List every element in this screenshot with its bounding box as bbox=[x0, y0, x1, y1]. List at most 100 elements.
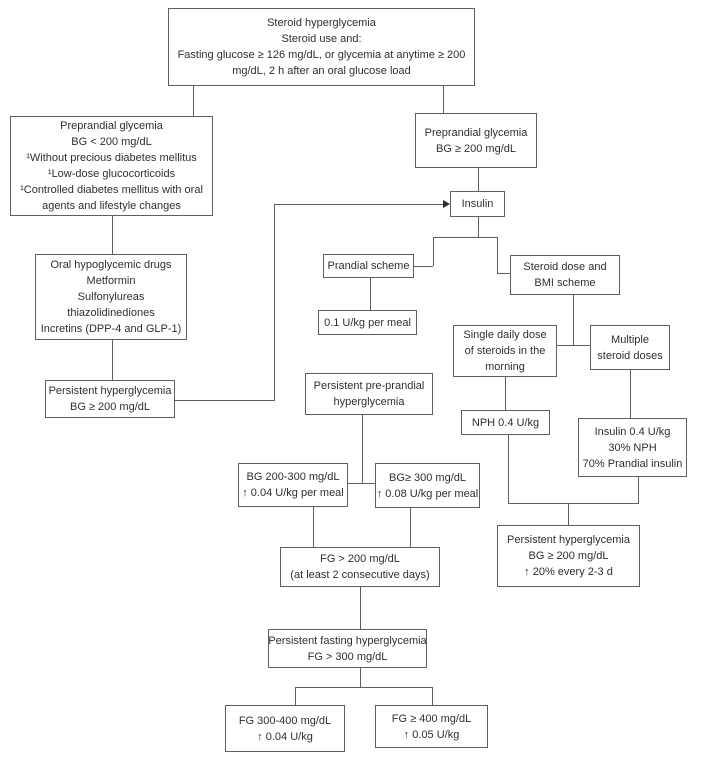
text-line: Preprandial glycemia bbox=[60, 120, 163, 132]
connector-line bbox=[370, 278, 371, 310]
node-prandial-scheme: Prandial scheme bbox=[323, 254, 414, 278]
node-fg-over-400: FG ≥ 400 mg/dL ↑ 0.05 U/kg bbox=[375, 705, 488, 748]
text-line: ¹Without precious diabetes mellitus bbox=[26, 152, 197, 164]
connector-line bbox=[478, 217, 479, 237]
node-fg-over-200: FG > 200 mg/dL (at least 2 consecutive d… bbox=[280, 547, 440, 587]
connector-line bbox=[568, 503, 569, 525]
text-line: ↑ 0.05 U/kg bbox=[403, 728, 460, 741]
text-line: Oral hypoglycemic drugs bbox=[50, 259, 172, 271]
node-preprandial-low: Preprandial glycemia BG < 200 mg/dL ¹Wit… bbox=[10, 116, 213, 216]
connector-line bbox=[348, 483, 375, 484]
node-insulin: Insulin bbox=[450, 191, 505, 217]
connector-line bbox=[478, 168, 479, 191]
text-line: morning bbox=[485, 361, 525, 373]
connector-line bbox=[410, 508, 411, 547]
text-line: mg/dL, 2 h after an oral glucose load bbox=[232, 65, 411, 77]
connector-line bbox=[508, 435, 509, 503]
connector-line bbox=[497, 273, 510, 274]
text-line: FG > 300 mg/dL bbox=[307, 650, 388, 663]
connector-line bbox=[497, 237, 498, 273]
node-persistent-preprandial-hyperglycemia: Persistent pre-prandial hyperglycemia bbox=[305, 373, 433, 415]
node-bg-200-300: BG 200-300 mg/dL ↑ 0.04 U/kg per meal bbox=[238, 463, 348, 507]
node-prandial-dose: 0.1 U/kg per meal bbox=[318, 310, 417, 335]
connector-line bbox=[638, 477, 639, 503]
connector-line bbox=[508, 503, 639, 504]
connector-line bbox=[573, 295, 574, 345]
text-line: BG < 200 mg/dL bbox=[71, 136, 152, 148]
node-oral-hypoglycemic-drugs: Oral hypoglycemic drugs Metformin Sulfon… bbox=[35, 254, 187, 340]
text-line: agents and lifestyle changes bbox=[42, 200, 181, 212]
text-line: Single daily dose bbox=[463, 329, 547, 341]
text-line: FG ≥ 400 mg/dL bbox=[391, 712, 472, 725]
text-line: ↑ 0.04 U/kg bbox=[257, 730, 313, 743]
node-bg-over-300: BG≥ 300 mg/dL ↑ 0.08 U/kg per meal bbox=[375, 463, 480, 508]
text-line: hyperglycemia bbox=[333, 396, 405, 408]
text-line: Steroid dose and bbox=[523, 261, 607, 273]
text-line: NPH 0.4 U/kg bbox=[471, 416, 540, 429]
text-line: BG ≥ 200 mg/dL bbox=[69, 401, 151, 413]
text-line: Sulfonylureas bbox=[77, 291, 145, 303]
connector-line bbox=[360, 587, 361, 629]
text-line: ↑ 20% every 2-3 d bbox=[524, 566, 613, 578]
text-line: FG 300-400 mg/dL bbox=[238, 714, 332, 727]
text-line: Fasting glucose ≥ 126 mg/dL, or glycemia… bbox=[177, 49, 466, 61]
connector-line bbox=[433, 237, 497, 238]
connector-line bbox=[557, 345, 590, 346]
text-line: Insulin 0.4 U/kg bbox=[594, 425, 671, 438]
node-steroid-dose-bmi-scheme: Steroid dose and BMI scheme bbox=[510, 255, 620, 295]
text-line: Preprandial glycemia bbox=[424, 126, 528, 139]
connector-line bbox=[443, 86, 444, 113]
connector-line bbox=[432, 687, 433, 705]
text-line: ↑ 0.04 U/kg per meal bbox=[242, 487, 344, 499]
node-persistent-hyperglycemia-oral: Persistent hyperglycemia BG ≥ 200 mg/dL bbox=[45, 380, 175, 418]
node-multiple-steroid-doses: Multiple steroid doses bbox=[590, 325, 670, 370]
connector-line bbox=[313, 507, 314, 547]
text-line: steroid doses bbox=[597, 349, 663, 362]
connector-line bbox=[505, 377, 506, 410]
text-line: 30% NPH bbox=[608, 441, 657, 454]
text-line: Steroid use and: bbox=[281, 33, 362, 45]
text-line: Multiple bbox=[611, 333, 649, 346]
connector-line bbox=[112, 216, 113, 254]
text-line: 0.1 U/kg per meal bbox=[324, 316, 411, 329]
text-line: BMI scheme bbox=[534, 277, 596, 289]
connector-line bbox=[414, 266, 433, 267]
connector-line bbox=[175, 400, 275, 401]
text-line: BG ≥ 200 mg/dL bbox=[435, 142, 517, 155]
node-steroid-hyperglycemia: Steroid hyperglycemia Steroid use and: F… bbox=[168, 8, 475, 86]
text-line: 70% Prandial insulin bbox=[582, 457, 683, 470]
text-line: Persistent hyperglycemia bbox=[48, 385, 172, 397]
text-line: Persistent hyperglycemia bbox=[507, 534, 630, 546]
node-persistent-hyperglycemia-titration: Persistent hyperglycemia BG ≥ 200 mg/dL … bbox=[497, 525, 640, 587]
arrow-head-icon bbox=[443, 200, 450, 208]
connector-line bbox=[274, 204, 444, 205]
text-line: Incretins (DPP-4 and GLP-1) bbox=[40, 323, 182, 335]
text-line: Insulin bbox=[461, 198, 494, 210]
text-line: Persistent pre-prandial bbox=[313, 380, 425, 392]
node-nph-dose: NPH 0.4 U/kg bbox=[461, 410, 550, 435]
text-line: Prandial scheme bbox=[327, 260, 410, 272]
text-line: FG > 200 mg/dL bbox=[320, 553, 400, 565]
connector-line bbox=[112, 340, 113, 380]
connector-line bbox=[193, 86, 194, 116]
connector-line bbox=[360, 668, 361, 687]
text-line: of steroids in the bbox=[464, 345, 546, 357]
text-line: ↑ 0.08 U/kg per meal bbox=[376, 487, 479, 500]
text-line: ¹Low-dose glucocorticoids bbox=[47, 168, 176, 180]
connector-line bbox=[295, 687, 296, 705]
node-insulin-mixed-dose: Insulin 0.4 U/kg 30% NPH 70% Prandial in… bbox=[578, 418, 687, 477]
text-line: thiazolidinediones bbox=[67, 307, 155, 319]
node-single-daily-steroid-dose: Single daily dose of steroids in the mor… bbox=[453, 325, 557, 377]
node-fg-300-400: FG 300-400 mg/dL ↑ 0.04 U/kg bbox=[225, 705, 345, 752]
connector-line bbox=[295, 687, 433, 688]
connector-line bbox=[362, 415, 363, 483]
text-line: BG≥ 300 mg/dL bbox=[389, 471, 466, 484]
text-line: BG 200-300 mg/dL bbox=[246, 471, 340, 483]
connector-line bbox=[274, 204, 275, 400]
node-preprandial-high: Preprandial glycemia BG ≥ 200 mg/dL bbox=[415, 113, 537, 168]
connector-line bbox=[433, 237, 434, 266]
text-line: Steroid hyperglycemia bbox=[267, 17, 376, 29]
text-line: Persistent fasting hyperglycemia bbox=[268, 634, 427, 647]
text-line: Metformin bbox=[86, 275, 136, 287]
